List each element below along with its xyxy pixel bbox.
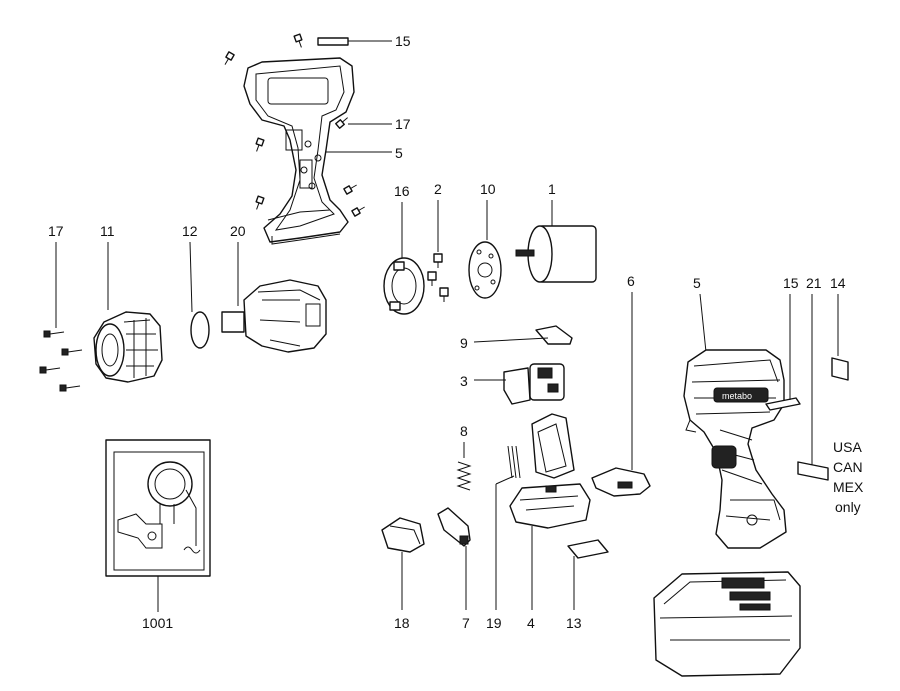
callout-3: 3 xyxy=(460,373,468,389)
region-note-usa: USA xyxy=(833,439,862,455)
callout-18: 18 xyxy=(394,615,410,631)
callout-8: 8 xyxy=(460,423,468,439)
battery-holder-part xyxy=(509,413,591,529)
callout-13: 13 xyxy=(566,615,582,631)
callout-4: 4 xyxy=(527,615,535,631)
label-sheet-14 xyxy=(831,357,849,381)
callout-14: 14 xyxy=(830,275,846,291)
callout-5-right: 5 xyxy=(693,275,701,291)
callout-15-top: 15 xyxy=(395,33,411,49)
callout-17-left: 17 xyxy=(48,223,64,239)
cap-part xyxy=(381,517,425,553)
callout-17-top: 17 xyxy=(395,116,411,132)
callout-11: 11 xyxy=(100,223,115,239)
callout-2: 2 xyxy=(434,181,442,197)
callout-15-right: 15 xyxy=(783,275,799,291)
callout-20: 20 xyxy=(230,223,246,239)
callout-9: 9 xyxy=(460,335,468,351)
label-sheet-21 xyxy=(797,461,829,481)
label-strip-15-right xyxy=(765,397,801,411)
housing-shell-left xyxy=(243,57,355,245)
battery-pack xyxy=(653,571,801,677)
callout-21: 21 xyxy=(806,275,822,291)
clutch-plate-part xyxy=(383,257,425,315)
leader-5-right xyxy=(699,293,707,353)
motor-part xyxy=(515,225,597,283)
region-note-only: only xyxy=(835,499,861,515)
callout-10: 10 xyxy=(480,181,496,197)
magnet-disc-part xyxy=(468,241,502,299)
front-screws xyxy=(39,330,83,392)
callout-16: 16 xyxy=(394,183,410,199)
circuit-inset xyxy=(105,439,211,577)
callout-6: 6 xyxy=(627,273,635,289)
battery-latch-part xyxy=(591,467,651,497)
label-sheet-13 xyxy=(567,539,609,559)
label-strip-15-top xyxy=(317,37,349,46)
region-note-can: CAN xyxy=(833,459,863,475)
callout-12: 12 xyxy=(182,223,198,239)
gear-housing-part xyxy=(221,279,327,353)
callout-1: 1 xyxy=(548,181,556,197)
brand-logo: metabo xyxy=(722,391,752,401)
leader-12 xyxy=(189,241,193,313)
assembled-tool-body: metabo xyxy=(683,349,787,549)
housing-screws xyxy=(224,33,365,217)
callout-7: 7 xyxy=(462,615,470,631)
leader-9 xyxy=(473,337,549,343)
leader-19-upper xyxy=(495,475,515,485)
callout-19: 19 xyxy=(486,615,502,631)
retaining-ring xyxy=(190,311,210,349)
small-screws xyxy=(427,253,449,302)
switch-part xyxy=(503,363,565,405)
callout-1001: 1001 xyxy=(142,615,173,631)
callout-5-top: 5 xyxy=(395,145,403,161)
switch-lever-part xyxy=(535,325,573,345)
region-note-mex: MEX xyxy=(833,479,864,495)
spring-part xyxy=(456,461,472,491)
slider-part xyxy=(437,507,471,547)
contact-pins-part xyxy=(507,445,521,479)
front-cover-part xyxy=(93,311,163,383)
